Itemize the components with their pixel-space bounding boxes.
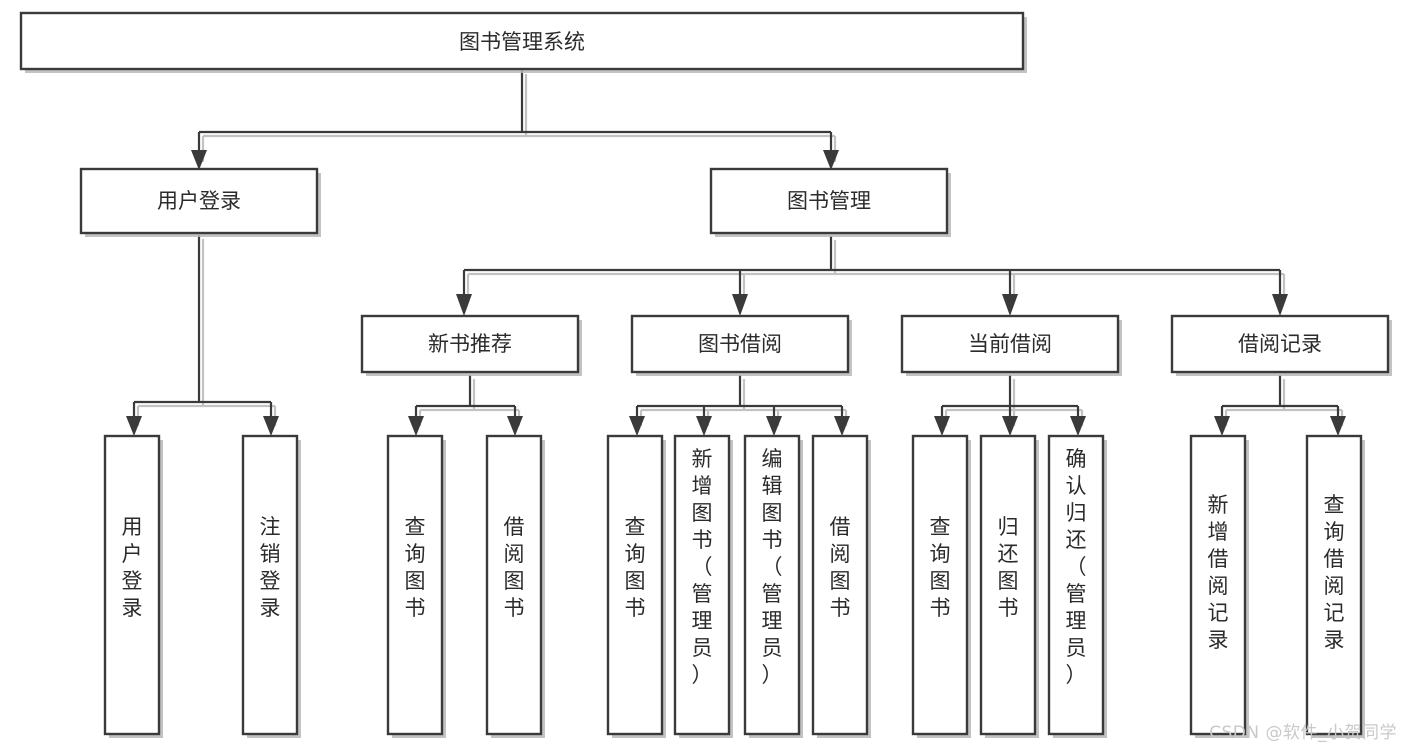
arrow-head-to-borrow-record xyxy=(1272,294,1288,316)
arrow-head-to-leaf-user-login xyxy=(126,416,142,436)
node-leaf-add-borrow-record[interactable]: 新增借阅记录 xyxy=(1189,434,1249,738)
node-current-borrow[interactable]: 当前借阅 xyxy=(900,314,1122,376)
node-borrow-record-label: 借阅记录 xyxy=(1238,332,1322,356)
edge-bookmgmt-to-level3 xyxy=(462,236,1282,298)
leaf-layer: 用户登录 注销登录 查询图书 借阅图书 查询图书 xyxy=(103,434,1365,738)
arrow-head-to-new-book-recommend xyxy=(456,294,472,316)
node-leaf-return-book-label: 归还图书 xyxy=(998,515,1019,620)
edge-borrowrecord-to-leaves xyxy=(1220,375,1340,422)
arrow-head-to-leaf-add-book-admin xyxy=(696,416,712,436)
node-root-label: 图书管理系统 xyxy=(459,30,585,54)
edge-root-to-level2-shadow xyxy=(201,74,837,162)
node-leaf-borrow-book-1[interactable]: 借阅图书 xyxy=(485,434,545,738)
node-user-login-label: 用户登录 xyxy=(157,189,241,213)
node-leaf-borrow-book-2-box[interactable] xyxy=(811,434,869,736)
arrow-head-to-book-borrow xyxy=(732,294,748,316)
arrow-head-to-leaf-add-borrow-record xyxy=(1214,416,1230,436)
edge-newbook-to-leaves xyxy=(414,375,517,422)
node-leaf-user-login-label: 用户登录 xyxy=(122,515,143,620)
node-leaf-confirm-return-admin-box[interactable] xyxy=(1047,434,1105,736)
node-leaf-borrow-book-2-label: 借阅图书 xyxy=(830,515,851,620)
node-leaf-logout-login-label: 注销登录 xyxy=(260,515,281,620)
node-leaf-user-login-box[interactable] xyxy=(103,434,161,736)
arrow-head-to-book-management xyxy=(823,150,839,170)
node-leaf-add-borrow-record-label: 新增借阅记录 xyxy=(1208,493,1229,652)
node-user-login[interactable]: 用户登录 xyxy=(79,167,321,237)
arrow-head-to-user-login xyxy=(191,150,207,170)
arrow-head-to-leaf-query-book-3 xyxy=(934,416,950,436)
arrow-head-to-leaf-query-book-1 xyxy=(408,416,424,436)
node-leaf-query-book-1-label: 查询图书 xyxy=(405,515,426,620)
arrow-head-to-leaf-query-borrow-record xyxy=(1330,416,1346,436)
node-leaf-query-book-1[interactable]: 查询图书 xyxy=(386,434,446,738)
node-leaf-edit-book-admin[interactable]: 编辑图书（管理员） xyxy=(743,434,803,738)
arrow-head-to-leaf-query-book-2 xyxy=(629,416,645,436)
edge-currentborrow-to-leaves xyxy=(940,375,1080,422)
node-new-book-recommend[interactable]: 新书推荐 xyxy=(360,314,582,376)
node-leaf-query-book-2-box[interactable] xyxy=(606,434,664,736)
edge-layer xyxy=(126,70,1346,436)
arrow-head-to-leaf-borrow-book-1 xyxy=(507,416,523,436)
node-user-login-box[interactable] xyxy=(79,167,319,235)
node-leaf-edit-book-admin-label: 编辑图书（管理员） xyxy=(762,447,783,687)
node-leaf-return-book-box[interactable] xyxy=(979,434,1037,736)
edge-borrowrecord-to-leaves-shadow xyxy=(1224,379,1344,426)
node-book-management-label: 图书管理 xyxy=(787,189,871,213)
arrow-head-to-leaf-confirm-return-admin xyxy=(1070,416,1086,436)
node-root[interactable]: 图书管理系统 xyxy=(19,11,1027,73)
edge-userlogin-to-leaves xyxy=(132,235,273,422)
node-leaf-query-borrow-record[interactable]: 查询借阅记录 xyxy=(1305,434,1365,738)
arrow-head-to-leaf-logout-login xyxy=(263,416,279,436)
node-leaf-query-borrow-record-box[interactable] xyxy=(1305,434,1363,736)
node-book-borrow[interactable]: 图书借阅 xyxy=(630,314,852,376)
node-current-borrow-box[interactable] xyxy=(900,314,1120,374)
node-leaf-confirm-return-admin-label: 确认归还（管理员） xyxy=(1066,447,1087,687)
node-current-borrow-label: 当前借阅 xyxy=(968,332,1052,356)
node-borrow-record[interactable]: 借阅记录 xyxy=(1170,314,1392,376)
node-leaf-borrow-book-1-box[interactable] xyxy=(485,434,543,736)
edge-root-to-level2 xyxy=(197,70,833,158)
arrow-head-to-leaf-edit-book-admin xyxy=(766,416,782,436)
node-leaf-return-book[interactable]: 归还图书 xyxy=(979,434,1039,738)
node-leaf-logout-login[interactable]: 注销登录 xyxy=(241,434,301,738)
node-leaf-borrow-book-1-label: 借阅图书 xyxy=(504,515,525,620)
node-book-borrow-box[interactable] xyxy=(630,314,850,374)
node-leaf-query-book-3[interactable]: 查询图书 xyxy=(911,434,971,738)
node-leaf-confirm-return-admin[interactable]: 确认归还（管理员） xyxy=(1047,434,1107,738)
node-leaf-query-book-1-box[interactable] xyxy=(386,434,444,736)
edge-userlogin-to-leaves-shadow xyxy=(136,239,277,426)
node-borrow-record-box[interactable] xyxy=(1170,314,1390,374)
node-new-book-recommend-label: 新书推荐 xyxy=(428,332,512,356)
node-leaf-add-book-admin-label: 新增图书（管理员） xyxy=(692,447,713,687)
edge-bookborrow-to-leaves-shadow xyxy=(639,379,848,426)
node-leaf-borrow-book-2[interactable]: 借阅图书 xyxy=(811,434,871,738)
node-leaf-add-borrow-record-box[interactable] xyxy=(1189,434,1247,736)
edge-newbook-to-leaves-shadow xyxy=(418,379,521,426)
node-new-book-recommend-box[interactable] xyxy=(360,314,580,374)
node-leaf-query-book-3-box[interactable] xyxy=(911,434,969,736)
node-book-borrow-label: 图书借阅 xyxy=(698,332,782,356)
edge-bookborrow-to-leaves xyxy=(635,375,844,422)
node-leaf-query-book-3-label: 查询图书 xyxy=(930,515,951,620)
node-root-box[interactable] xyxy=(19,11,1025,71)
edge-bookmgmt-to-level3-shadow xyxy=(466,240,1286,302)
arrow-head-to-leaf-borrow-book-2 xyxy=(834,416,850,436)
node-leaf-add-book-admin-box[interactable] xyxy=(673,434,731,736)
node-book-management[interactable]: 图书管理 xyxy=(709,167,951,237)
node-leaf-user-login[interactable]: 用户登录 xyxy=(103,434,163,738)
node-leaf-edit-book-admin-box[interactable] xyxy=(743,434,801,736)
node-book-management-box[interactable] xyxy=(709,167,949,235)
node-leaf-query-book-2-label: 查询图书 xyxy=(625,515,646,620)
node-leaf-query-book-2[interactable]: 查询图书 xyxy=(606,434,666,738)
node-leaf-add-book-admin[interactable]: 新增图书（管理员） xyxy=(673,434,733,738)
arrow-head-to-leaf-return-book xyxy=(1002,416,1018,436)
arrow-head-to-current-borrow xyxy=(1002,294,1018,316)
node-leaf-query-borrow-record-label: 查询借阅记录 xyxy=(1324,493,1345,652)
csdn-watermark: CSDN @软件_小贺同学 xyxy=(1209,723,1397,743)
node-leaf-logout-login-box[interactable] xyxy=(241,434,299,736)
